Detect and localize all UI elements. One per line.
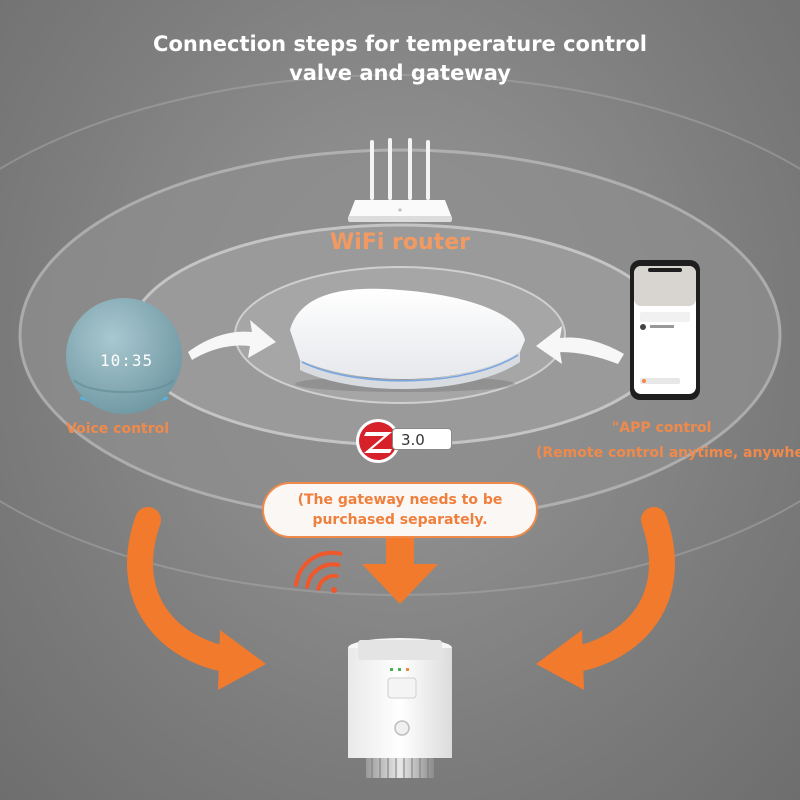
note-line-1: (The gateway needs to be <box>297 492 503 508</box>
smartphone-icon <box>630 260 700 400</box>
zigbee-version-badge: 3.0 <box>392 428 452 450</box>
app-control-subtitle: (Remote control anytime, anywhere <box>536 445 800 461</box>
zigbee-logo-icon <box>356 419 400 463</box>
gateway-hub-icon <box>290 288 525 392</box>
arrow-right-to-valve <box>536 507 675 690</box>
gateway-purchase-note: (The gateway needs to be purchased separ… <box>262 482 538 538</box>
app-control-label: "APP control <box>612 420 712 436</box>
title-line-1: Connection steps for temperature control <box>153 32 647 56</box>
router-icon <box>348 138 452 222</box>
speaker-clock-display: 10:35 <box>100 351 154 370</box>
thermostat-valve-icon <box>348 638 452 778</box>
arrow-phone-to-hub <box>536 326 624 364</box>
wifi-signal-icon <box>294 550 343 593</box>
arrow-down-to-valve <box>362 536 438 604</box>
arrow-speaker-to-hub <box>188 320 276 360</box>
wifi-router-label: WiFi router <box>330 230 470 255</box>
title-line-2: valve and gateway <box>289 61 511 85</box>
arrow-left-to-valve <box>127 507 266 690</box>
voice-control-label: Voice control <box>66 421 170 437</box>
smart-speaker-icon <box>66 298 182 414</box>
note-line-2: purchased separately. <box>312 512 488 528</box>
diagram-title: Connection steps for temperature control… <box>0 30 800 88</box>
